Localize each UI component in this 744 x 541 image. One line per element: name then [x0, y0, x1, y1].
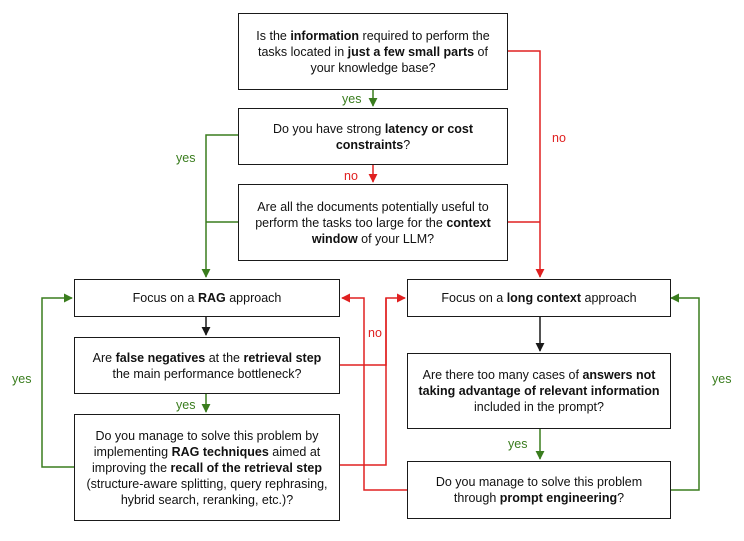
- node-text-run: Are there too many cases of: [422, 368, 583, 382]
- node-text-run: approach: [225, 291, 282, 305]
- edge-rag-tech-to-long-context: [340, 298, 387, 466]
- label-false-neg-to-tech: yes: [176, 398, 196, 412]
- node-text-run: Do you have strong: [272, 121, 385, 136]
- node-text-bold: latency or cost constraints: [335, 121, 474, 152]
- node-text: Are all the documents potentially useful…: [247, 199, 499, 247]
- edge-info-to-long-context: [508, 50, 545, 278]
- label-latency-to-docs: no: [344, 169, 358, 183]
- label-answers-to-prompt: yes: [508, 437, 528, 451]
- node-text: Do you manage to solve this problem thro…: [416, 474, 662, 506]
- node-text-run: Are all the documents potentially useful…: [255, 199, 489, 230]
- node-text-bold: answers not taking advantage of relevant…: [418, 368, 660, 398]
- node-text-bold: information: [290, 28, 360, 43]
- node-text-run: Focus on a: [441, 291, 507, 305]
- node-text-run: aimed at improving the: [92, 444, 321, 475]
- edge-latency-to-rag: [201, 134, 238, 278]
- node-long-context-approach: Focus on a long context approach: [407, 279, 671, 317]
- node-text-bold: just a few small parts: [347, 44, 475, 59]
- node-text-run: (structure-aware splitting, query rephra…: [86, 476, 328, 507]
- edge-prompt-to-rag: [341, 293, 407, 491]
- node-latency-question: Do you have strong latency or cost const…: [238, 108, 508, 165]
- node-text: Are false negatives at the retrieval ste…: [83, 350, 331, 382]
- label-info-to-latency: yes: [342, 92, 362, 106]
- node-text-run: included in the prompt?: [474, 400, 604, 414]
- label-latency-to-rag: yes: [176, 151, 196, 165]
- node-text-bold: retrieval step: [243, 350, 322, 365]
- edge-prompt-to-long-context: [670, 293, 700, 491]
- label-long-ctx-loop-to-rag: no: [368, 326, 382, 340]
- node-text: Do you have strong latency or cost const…: [247, 121, 499, 153]
- node-text-run: Are: [92, 350, 116, 365]
- node-text-run: required to perform the tasks located in: [258, 28, 490, 59]
- node-text-run: Do you manage to solve this problem thro…: [435, 475, 643, 505]
- label-prompt-to-long: yes: [712, 372, 732, 386]
- node-text-run: Do you manage to solve this problem by i…: [93, 428, 319, 459]
- node-rag-techniques-question: Do you manage to solve this problem by i…: [74, 414, 340, 521]
- node-text: Is the information required to perform t…: [247, 28, 499, 76]
- node-text-bold: context window: [311, 215, 491, 246]
- node-text: Focus on a long context approach: [441, 290, 636, 306]
- label-rag-tech-to-rag: yes: [12, 372, 32, 386]
- node-text: Do you manage to solve this problem by i…: [85, 428, 329, 508]
- node-answers-question: Are there too many cases of answers not …: [407, 353, 671, 429]
- node-text-run: approach: [581, 291, 637, 305]
- node-docs-question: Are all the documents potentially useful…: [238, 184, 508, 261]
- node-info-question: Is the information required to perform t…: [238, 13, 508, 90]
- node-text-run: of your LLM?: [357, 231, 435, 246]
- edge-rag-tech-to-rag: [41, 293, 74, 468]
- node-text-bold: long context: [506, 291, 582, 305]
- node-text-run: ?: [403, 137, 411, 152]
- node-text-run: the main performance bottleneck?: [112, 366, 302, 381]
- node-text-run: Is the: [256, 28, 291, 43]
- node-text: Are there too many cases of answers not …: [416, 367, 662, 415]
- node-rag-approach: Focus on a RAG approach: [74, 279, 340, 317]
- node-text: Focus on a RAG approach: [133, 290, 282, 306]
- node-text-run: of your knowledge base?: [310, 44, 488, 75]
- node-text-run: Focus on a: [132, 291, 198, 305]
- node-text-bold: recall of the retrieval step: [170, 460, 322, 475]
- node-text-bold: RAG techniques: [171, 444, 269, 459]
- node-text-run: ?: [617, 491, 625, 505]
- node-text-bold: false negatives: [115, 350, 206, 365]
- node-prompt-engineering-question: Do you manage to solve this problem thro…: [407, 461, 671, 519]
- node-text-bold: RAG: [197, 291, 226, 305]
- label-info-to-long: no: [552, 131, 566, 145]
- node-false-negatives-question: Are false negatives at the retrieval ste…: [74, 337, 340, 394]
- node-text-bold: prompt engineering: [499, 491, 618, 505]
- node-text-run: at the: [205, 350, 244, 365]
